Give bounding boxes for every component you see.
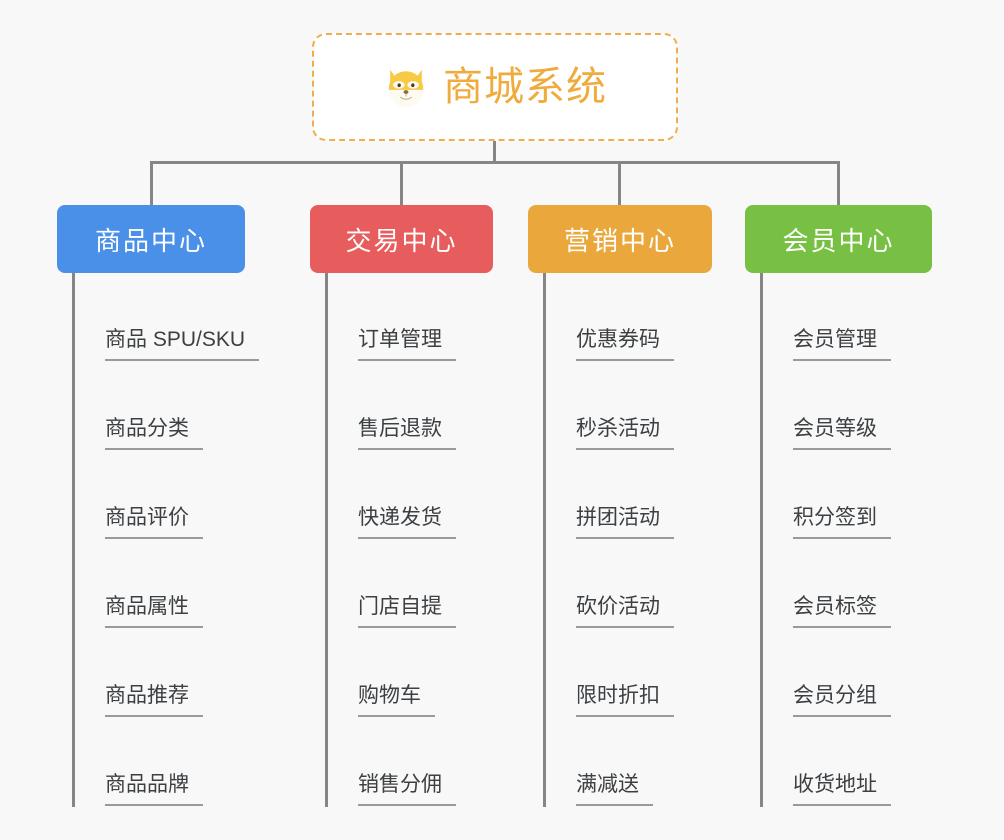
category-label-1: 商品中心 xyxy=(94,225,207,256)
leaf-item[interactable]: 会员管理 xyxy=(760,273,932,362)
leaf-label: 门店自提 xyxy=(358,595,456,628)
connector-drop-3 xyxy=(618,161,621,206)
leaf-item[interactable]: 秒杀活动 xyxy=(543,362,712,451)
leaf-item[interactable]: 会员标签 xyxy=(760,540,932,629)
category-column-4: 会员中心 会员管理 会员等级 积分签到 会员标签 会员分组 收货地址 xyxy=(745,205,932,807)
category-column-2: 交易中心 订单管理 售后退款 快递发货 门店自提 购物车 销售分佣 xyxy=(310,205,493,807)
leaf-item[interactable]: 积分签到 xyxy=(760,451,932,540)
leaf-item[interactable]: 会员等级 xyxy=(760,362,932,451)
leaf-label: 优惠券码 xyxy=(576,328,674,361)
connector-horizontal-bar xyxy=(150,161,840,164)
leaf-item[interactable]: 满减送 xyxy=(543,718,712,807)
leaf-item[interactable]: 商品推荐 xyxy=(72,629,245,718)
leaf-trunk-4 xyxy=(760,273,763,807)
leaf-item[interactable]: 销售分佣 xyxy=(325,718,493,807)
leaf-item[interactable]: 商品属性 xyxy=(72,540,245,629)
category-box-1[interactable]: 商品中心 xyxy=(57,205,245,273)
category-box-3[interactable]: 营销中心 xyxy=(528,205,712,273)
leaf-label: 快递发货 xyxy=(358,506,456,539)
connector-drop-1 xyxy=(150,161,153,206)
leaf-list-2: 订单管理 售后退款 快递发货 门店自提 购物车 销售分佣 xyxy=(310,273,493,807)
leaf-label: 订单管理 xyxy=(358,328,456,361)
category-column-3: 营销中心 优惠券码 秒杀活动 拼团活动 砍价活动 限时折扣 满减送 xyxy=(528,205,712,807)
category-column-1: 商品中心 商品 SPU/SKU 商品分类 商品评价 商品属性 商品推荐 商品品牌 xyxy=(57,205,260,807)
leaf-label: 积分签到 xyxy=(793,506,891,539)
leaf-label: 商品分类 xyxy=(105,417,203,450)
leaf-item[interactable]: 商品分类 xyxy=(72,362,245,451)
category-box-2[interactable]: 交易中心 xyxy=(310,205,493,273)
leaf-item[interactable]: 收货地址 xyxy=(760,718,932,807)
leaf-list-4: 会员管理 会员等级 积分签到 会员标签 会员分组 收货地址 xyxy=(745,273,932,807)
leaf-label: 售后退款 xyxy=(358,417,456,450)
connector-drop-2 xyxy=(400,161,403,206)
leaf-label: 限时折扣 xyxy=(576,684,674,717)
root-node[interactable]: 商城系统 xyxy=(312,33,678,141)
leaf-item[interactable]: 会员分组 xyxy=(760,629,932,718)
leaf-label: 商品品牌 xyxy=(105,773,203,806)
category-label-4: 会员中心 xyxy=(782,225,895,256)
leaf-label: 商品属性 xyxy=(105,595,203,628)
leaf-item[interactable]: 门店自提 xyxy=(325,540,493,629)
category-box-4[interactable]: 会员中心 xyxy=(745,205,932,273)
leaf-list-1: 商品 SPU/SKU 商品分类 商品评价 商品属性 商品推荐 商品品牌 xyxy=(57,273,260,807)
leaf-label: 商品 SPU/SKU xyxy=(105,328,260,361)
leaf-trunk-1 xyxy=(72,273,75,807)
leaf-label: 商品评价 xyxy=(105,506,203,539)
leaf-item[interactable]: 售后退款 xyxy=(325,362,493,451)
leaf-label: 商品推荐 xyxy=(105,684,203,717)
leaf-list-3: 优惠券码 秒杀活动 拼团活动 砍价活动 限时折扣 满减送 xyxy=(528,273,712,807)
root-title: 商城系统 xyxy=(443,65,607,109)
leaf-label: 拼团活动 xyxy=(576,506,674,539)
leaf-label: 购物车 xyxy=(358,684,435,717)
leaf-item[interactable]: 限时折扣 xyxy=(543,629,712,718)
leaf-trunk-2 xyxy=(325,273,328,807)
leaf-item[interactable]: 快递发货 xyxy=(325,451,493,540)
connector-root-stem xyxy=(493,141,496,163)
leaf-trunk-3 xyxy=(543,273,546,807)
connector-drop-4 xyxy=(837,161,840,206)
leaf-label: 砍价活动 xyxy=(576,595,674,628)
leaf-item[interactable]: 拼团活动 xyxy=(543,451,712,540)
leaf-item[interactable]: 商品评价 xyxy=(72,451,245,540)
leaf-label: 满减送 xyxy=(576,773,653,806)
category-label-3: 营销中心 xyxy=(563,225,676,256)
leaf-item[interactable]: 商品 SPU/SKU xyxy=(72,273,260,362)
leaf-label: 收货地址 xyxy=(793,773,891,806)
leaf-item[interactable]: 订单管理 xyxy=(325,273,493,362)
leaf-item[interactable]: 砍价活动 xyxy=(543,540,712,629)
leaf-item[interactable]: 优惠券码 xyxy=(543,273,712,362)
leaf-label: 会员标签 xyxy=(793,595,891,628)
leaf-item[interactable]: 购物车 xyxy=(325,629,493,718)
leaf-label: 会员管理 xyxy=(793,328,891,361)
leaf-label: 会员等级 xyxy=(793,417,891,450)
dog-face-icon xyxy=(388,69,424,108)
leaf-label: 销售分佣 xyxy=(358,773,456,806)
category-label-2: 交易中心 xyxy=(345,225,458,256)
leaf-label: 会员分组 xyxy=(793,684,891,717)
leaf-label: 秒杀活动 xyxy=(576,417,674,450)
leaf-item[interactable]: 商品品牌 xyxy=(72,718,245,807)
